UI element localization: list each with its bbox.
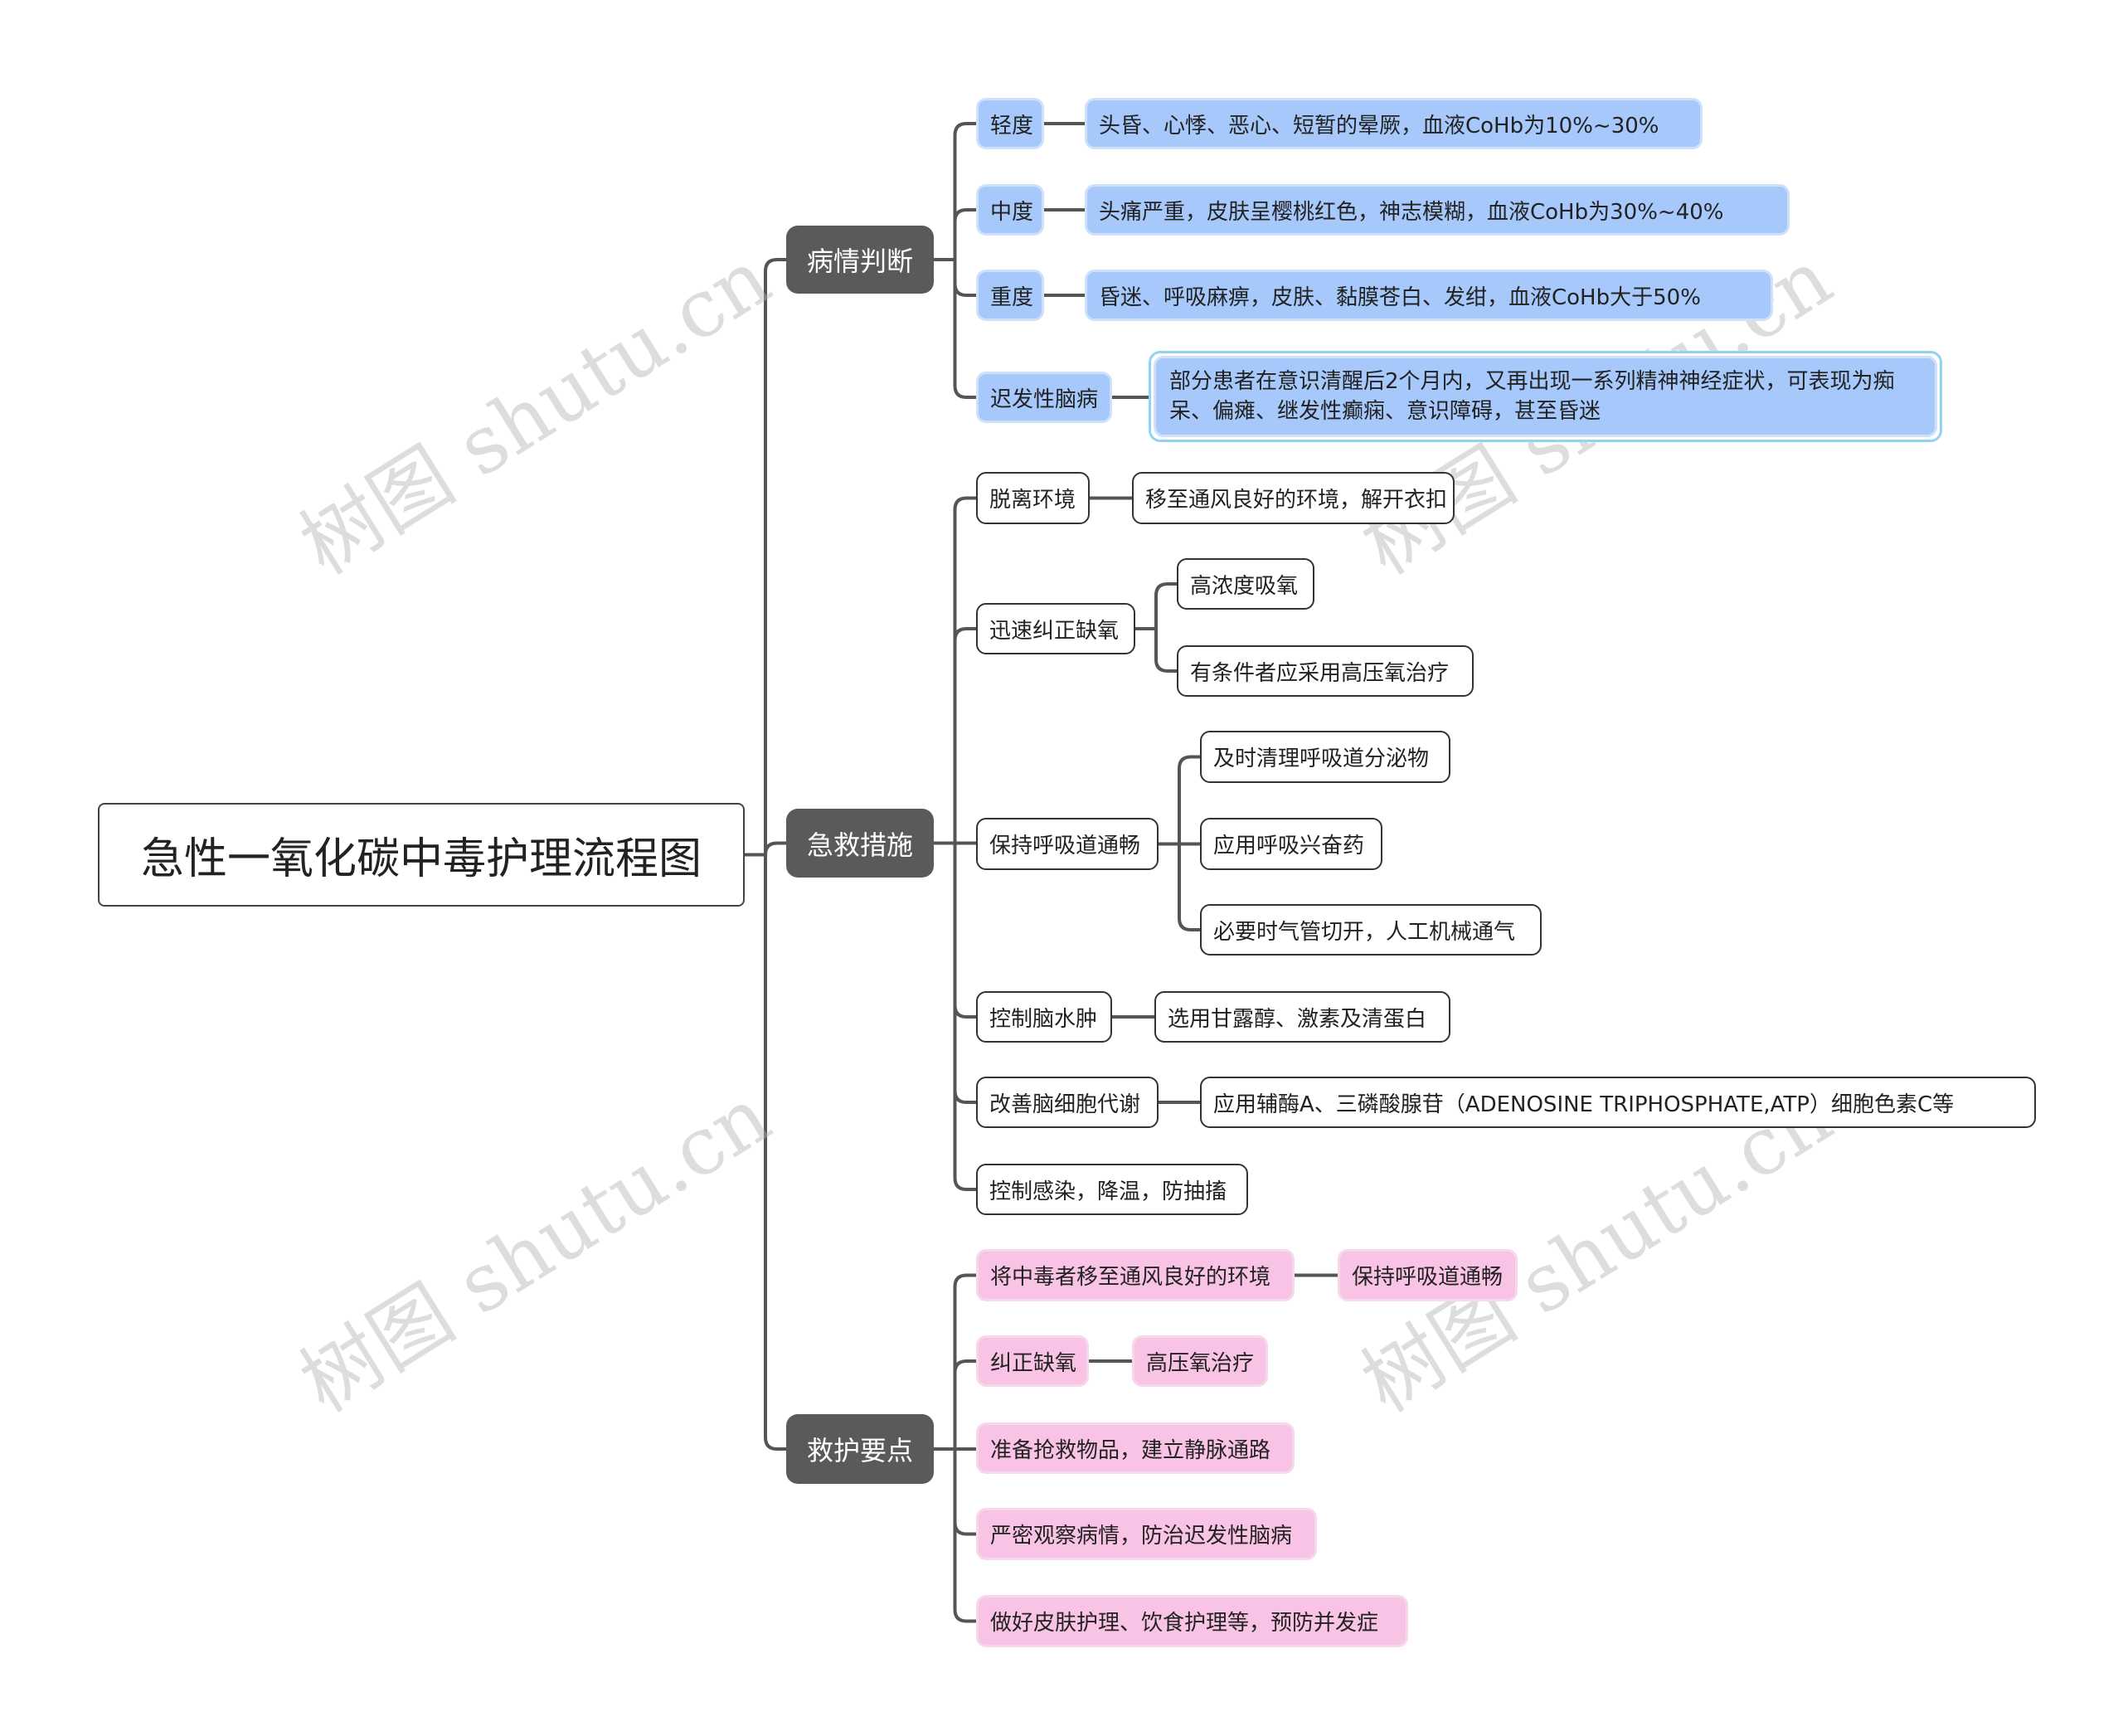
first-aid-detail[interactable]: 必要时气管切开，人工机械通气 [1200,904,1542,956]
branch-first-aid[interactable]: 急救措施 [786,809,934,878]
nursing-detail[interactable]: 保持呼吸道通畅 [1338,1249,1518,1301]
first-aid-detail[interactable]: 及时清理呼吸道分泌物 [1200,731,1450,783]
severity-detail[interactable]: 头昏、心悸、恶心、短暂的晕厥，血液CoHb为10%~30% [1085,98,1703,149]
connector-line [934,258,976,399]
severity-detail[interactable]: 头痛严重，皮肤呈樱桃红色，神志模糊，血液CoHb为30%~40% [1085,184,1790,236]
connector-line [934,208,976,261]
branch-diagnosis[interactable]: 病情判断 [786,226,934,294]
connector-line [934,627,976,845]
connector-line [934,1447,976,1623]
severity-moderate[interactable]: 中度 [976,184,1044,236]
first-aid-item[interactable]: 改善脑细胞代谢 [976,1077,1159,1128]
connector-line [1159,842,1200,931]
connector-line [934,1273,976,1451]
first-aid-detail[interactable]: 有条件者应采用高压氧治疗 [1177,645,1474,697]
first-aid-detail[interactable]: 应用辅酶A、三磷酸腺苷（ADENOSINE TRIPHOSPHATE,ATP）细… [1200,1077,2036,1128]
connector-line [1135,582,1177,630]
connector-line [1135,627,1177,673]
severity-detail[interactable]: 昏迷、呼吸麻痹，皮肤、黏膜苍白、发绀，血液CoHb大于50% [1085,270,1773,321]
connector-line [745,258,786,857]
first-aid-detail[interactable]: 高浓度吸氧 [1177,558,1314,610]
connector-line [934,122,976,261]
nursing-item[interactable]: 纠正缺氧 [976,1335,1089,1387]
first-aid-item[interactable]: 控制脑水肿 [976,991,1112,1043]
first-aid-item[interactable]: 保持呼吸道通畅 [976,818,1159,870]
first-aid-detail[interactable]: 应用呼吸兴奋药 [1200,818,1382,870]
first-aid-item[interactable]: 脱离环境 [976,472,1090,524]
first-aid-detail[interactable]: 移至通风良好的环境，解开衣扣 [1132,472,1455,524]
connector-line [934,841,976,1191]
branch-nursing[interactable]: 救护要点 [786,1414,934,1484]
delayed-encephalopathy[interactable]: 迟发性脑病 [976,372,1112,423]
nursing-item[interactable]: 做好皮肤护理、饮食护理等，预防并发症 [976,1595,1408,1647]
first-aid-detail[interactable]: 选用甘露醇、激素及清蛋白 [1154,991,1450,1043]
first-aid-item[interactable]: 控制感染，降温，防抽搐 [976,1164,1248,1215]
first-aid-item[interactable]: 迅速纠正缺氧 [976,603,1135,654]
severity-mild[interactable]: 轻度 [976,98,1044,149]
nursing-item[interactable]: 严密观察病情，防治迟发性脑病 [976,1508,1317,1560]
nursing-item[interactable]: 将中毒者移至通风良好的环境 [976,1249,1295,1301]
nursing-item[interactable]: 准备抢救物品，建立静脉通路 [976,1422,1295,1474]
connector-line [1159,755,1200,846]
delayed-encephalopathy-detail[interactable]: 部分患者在意识清醒后2个月内，又再出现一系列精神神经症状，可表现为痴呆、偏瘫、继… [1154,356,1937,437]
root-topic[interactable]: 急性一氧化碳中毒护理流程图 [98,803,745,907]
connector-line [745,853,786,1451]
connector-line [934,1359,976,1451]
connector-line [934,496,976,845]
severity-severe[interactable]: 重度 [976,270,1044,321]
nursing-detail[interactable]: 高压氧治疗 [1132,1335,1268,1387]
